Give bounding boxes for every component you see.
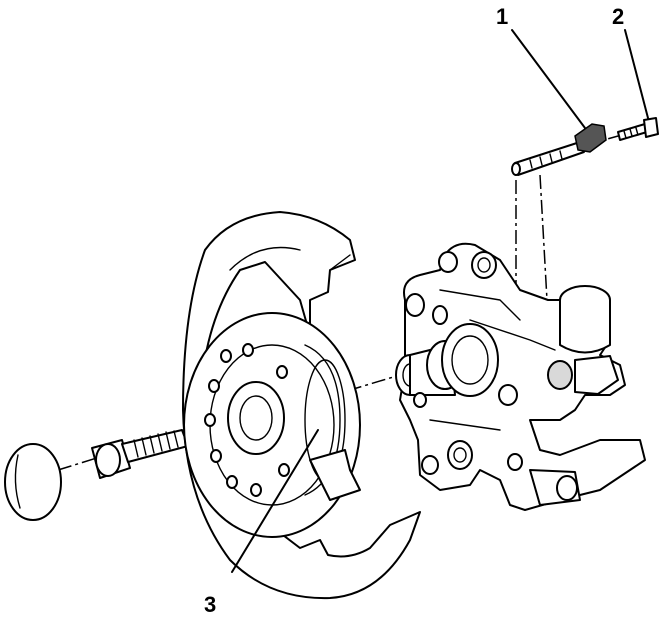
- callout-1: 1: [496, 4, 508, 29]
- sensor-bolt: [617, 117, 659, 141]
- callout-1-leader: [511, 29, 586, 129]
- brake-disc-and-shield: [182, 211, 421, 600]
- callout-3: 3: [204, 592, 216, 617]
- callout-3-leader: [231, 429, 319, 573]
- hub-bolt: [91, 429, 189, 479]
- callout-2: 2: [612, 4, 624, 29]
- dust-cap: [4, 443, 62, 521]
- wheel-bearing-housing: [395, 242, 646, 511]
- callout-2-leader: [624, 29, 649, 119]
- wheel-speed-sensor: [511, 123, 607, 176]
